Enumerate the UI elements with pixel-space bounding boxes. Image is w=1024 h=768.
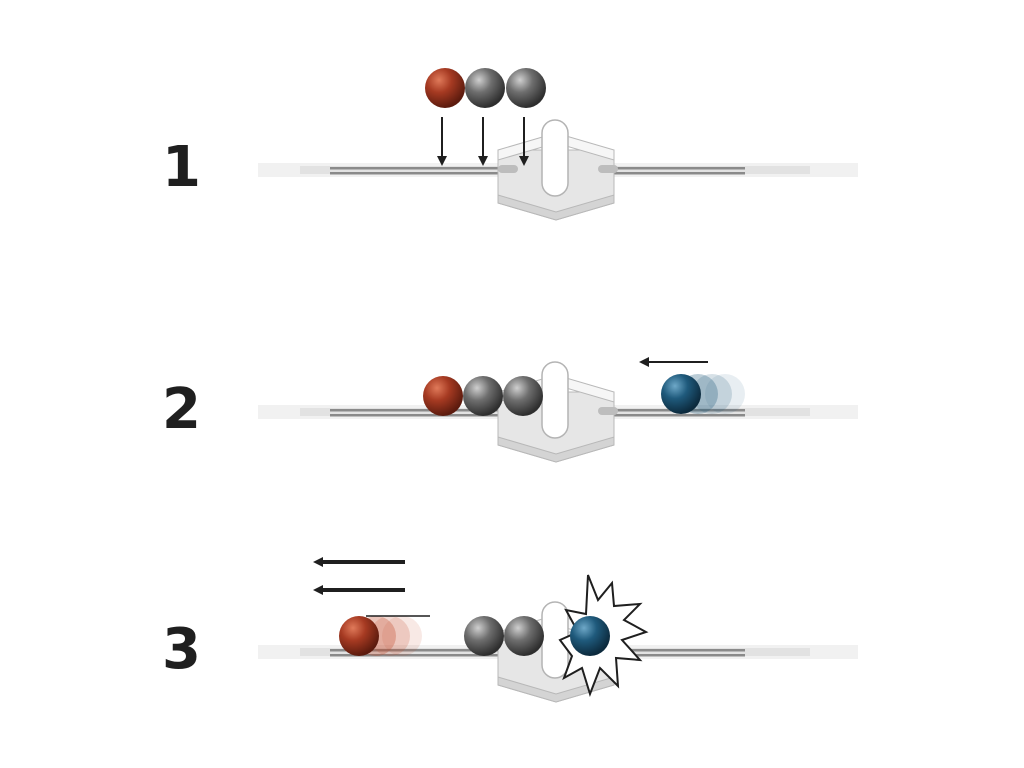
step-1-scene	[258, 68, 858, 221]
step-1-label: 1	[162, 135, 201, 200]
gray-ball-icon	[504, 616, 544, 656]
center-block	[497, 119, 618, 221]
blue-ball-icon	[661, 374, 701, 414]
red-ball-icon	[425, 68, 465, 108]
gray-ball-icon	[506, 68, 546, 108]
step-2-label: 2	[162, 377, 201, 442]
red-ball-icon	[339, 616, 379, 656]
red-ball-trail	[356, 616, 422, 656]
gray-ball-icon	[463, 376, 503, 416]
step-2-scene	[258, 357, 858, 463]
gray-ball-icon	[465, 68, 505, 108]
gray-ball-icon	[464, 616, 504, 656]
step-3-scene	[258, 557, 858, 703]
gray-ball-icon	[503, 376, 543, 416]
red-ball-icon	[423, 376, 463, 416]
blue-ball-icon	[570, 616, 610, 656]
step-3-label: 3	[162, 617, 201, 682]
